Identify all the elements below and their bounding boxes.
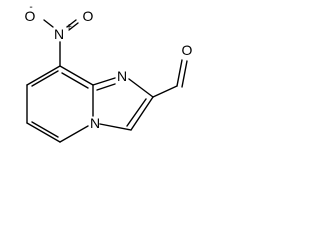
bond-c6-c5-inner xyxy=(31,121,59,138)
charge-plus: + xyxy=(66,22,72,33)
bond-c5-n4 xyxy=(59,125,89,143)
pyridine-ring-bonds xyxy=(26,65,94,143)
imidazole-ring-bonds xyxy=(92,77,154,131)
bond-c8a-c8-inner xyxy=(61,72,89,89)
bond-c8-c7-inner xyxy=(31,70,59,87)
bond-n-to-o-double-b xyxy=(68,22,79,31)
atom-o-double: O xyxy=(83,8,94,24)
bond-c3-n4 xyxy=(99,123,132,131)
bond-c2-cho xyxy=(152,85,178,98)
aldehyde-bonds xyxy=(152,59,188,98)
bond-cho-o-a xyxy=(176,59,183,87)
bond-c8a-n1 xyxy=(92,77,116,86)
atom-o-minus: O xyxy=(25,8,36,24)
bond-o-minus-to-n xyxy=(43,19,54,28)
atom-imidazole-n: N xyxy=(117,68,127,84)
bond-c8a-c8 xyxy=(59,65,94,86)
chemical-structure: O - N + O N N O xyxy=(25,2,193,143)
bond-c8a-n1-inner xyxy=(96,83,116,91)
bond-cho-o-b xyxy=(181,60,188,88)
bond-c2-c3 xyxy=(130,96,154,131)
bond-c2-c3-inner xyxy=(126,98,147,127)
bond-c8-c7 xyxy=(26,65,61,86)
bond-c6-c5 xyxy=(26,122,61,143)
atom-bridgehead-n: N xyxy=(90,115,100,131)
atom-nitro-n: N xyxy=(54,26,64,42)
atom-aldehyde-o: O xyxy=(182,42,193,58)
bond-n1-c2 xyxy=(128,78,154,98)
charge-minus: - xyxy=(29,2,32,13)
nitro-group-bonds xyxy=(43,19,79,67)
bond-n-to-o-double-a xyxy=(66,19,77,28)
